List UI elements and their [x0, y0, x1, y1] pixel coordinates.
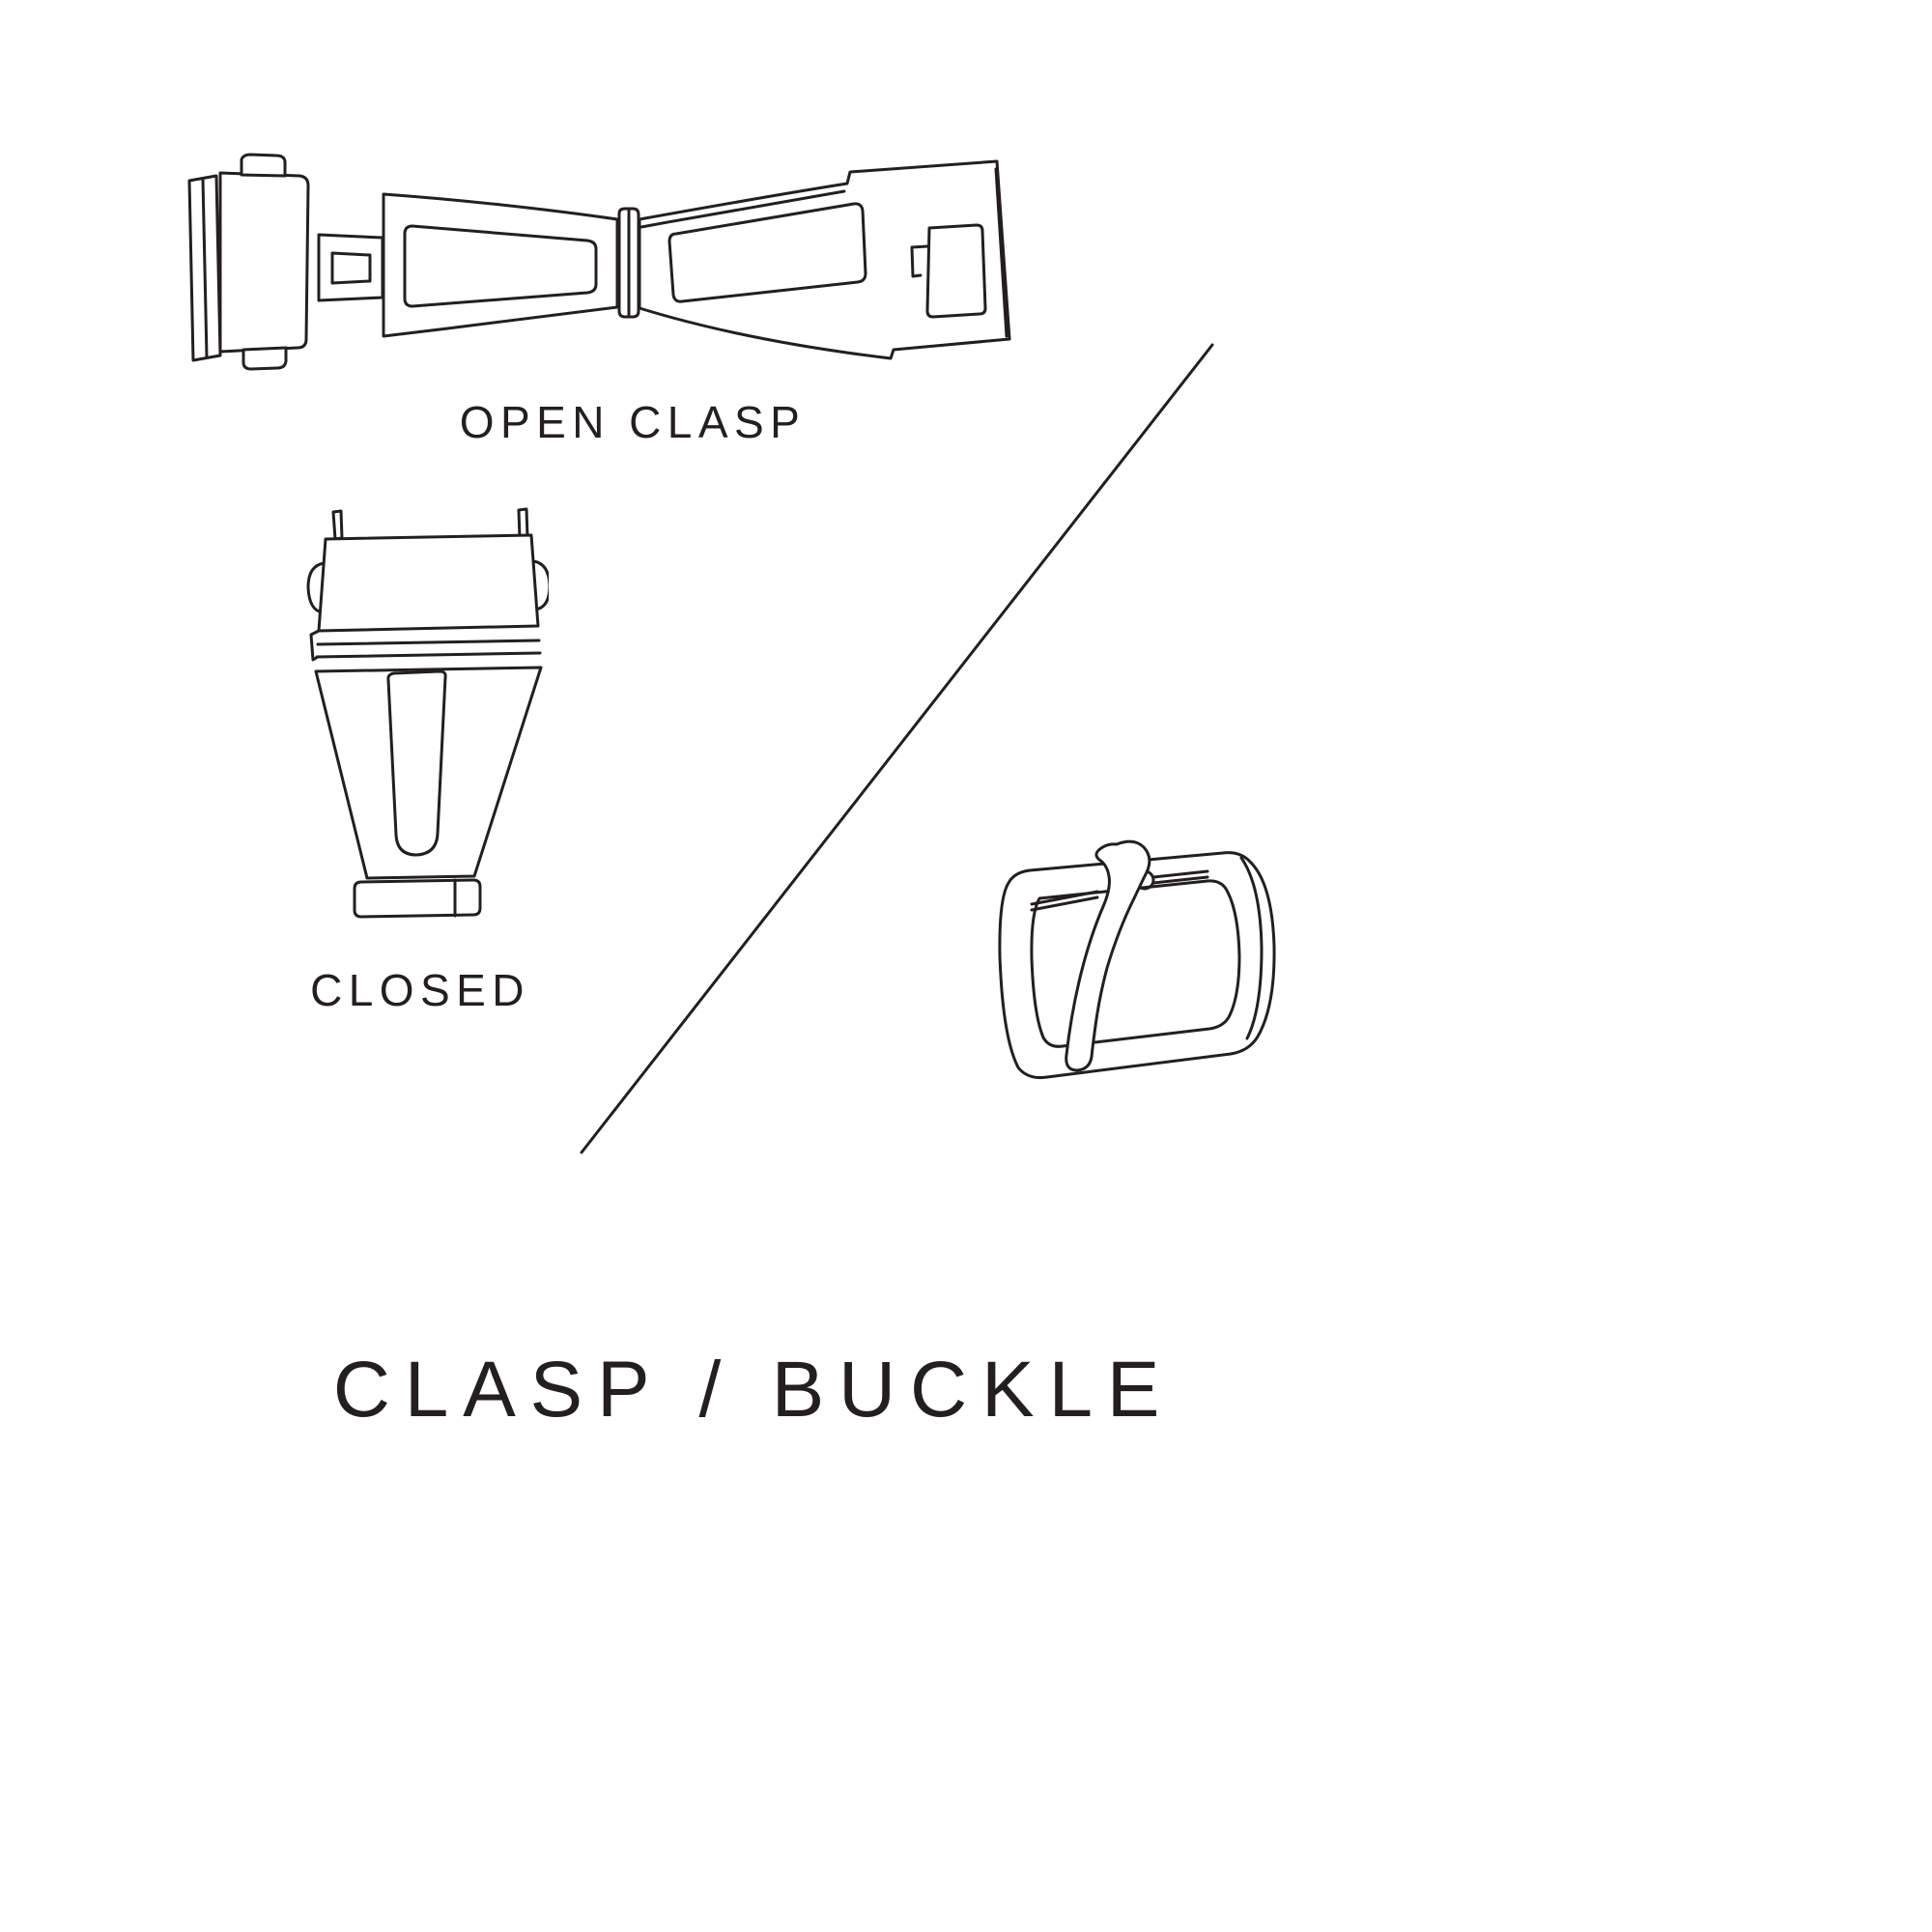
diagonal-divider-line: [580, 343, 1214, 1154]
open-clasp-caption: OPEN CLASP: [459, 397, 807, 447]
buckle-illustration: [998, 839, 1276, 1079]
closed-clasp-caption: CLOSED: [310, 965, 530, 1015]
page-title: CLASP / BUCKLE: [332, 1346, 1175, 1434]
open-clasp-illustration: [187, 153, 1011, 371]
closed-clasp-illustration: [306, 507, 549, 919]
